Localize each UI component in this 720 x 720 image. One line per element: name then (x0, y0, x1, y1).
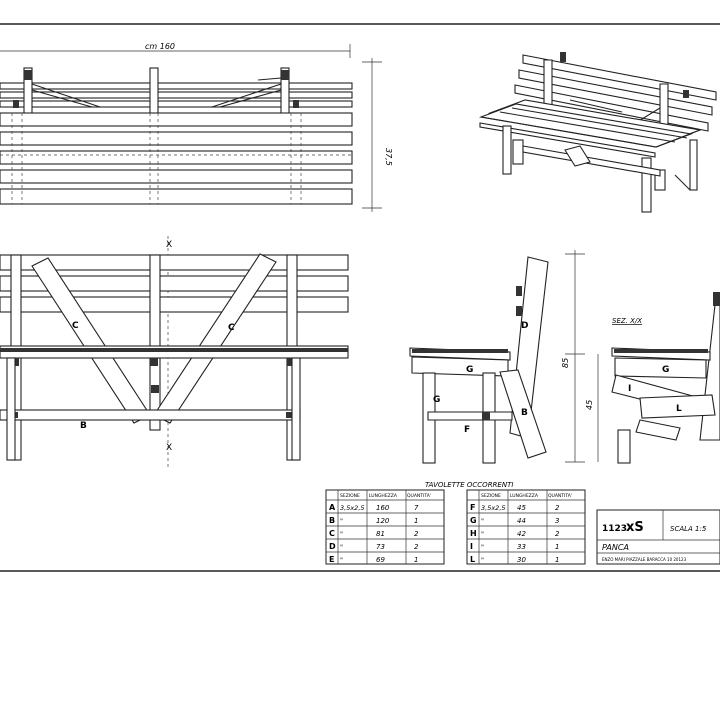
parts-cell-quantita: 1 (414, 517, 418, 525)
parts-cell-lunghezza: 42 (517, 530, 526, 538)
section-label-l: L (676, 404, 682, 414)
parts-cell-lunghezza: 33 (517, 543, 526, 551)
parts-table-title: TAVOLETTE OCCORRENTI (425, 481, 513, 489)
parts-cell-sezione: 3,5x2,5 (481, 504, 506, 512)
parts-cell-sezione: " (481, 556, 484, 564)
parts-cell-sezione: " (340, 517, 343, 525)
parts-cell-quantita: 7 (414, 504, 419, 512)
front-section-mark-bottom: X (166, 443, 172, 453)
parts-cell-sezione: " (340, 543, 343, 551)
left-header-sezione: SEZIONE (340, 493, 360, 499)
top-width-dimension: cm 160 (145, 42, 175, 51)
title-block: 1123 xS SCALA 1:5 PANCA ENZO MARI PIAZZA… (596, 509, 720, 565)
parts-cell-part: F (470, 503, 475, 512)
parts-cell-lunghezza: 81 (376, 530, 385, 538)
parts-cell-part: C (329, 529, 335, 538)
top-depth-dimension: 37,5 (384, 148, 393, 166)
side-height-total: 85 (561, 358, 570, 368)
label-b-front: B (80, 421, 87, 431)
parts-cell-sezione: " (340, 556, 343, 564)
label-c-left: C (72, 321, 79, 331)
section-label-i: I (628, 384, 631, 394)
parts-cell-quantita: 3 (555, 517, 559, 525)
parts-cell-quantita: 1 (414, 556, 418, 564)
label-c-right: C (228, 323, 235, 333)
right-header-sezione: SEZIONE (481, 493, 501, 499)
parts-cell-lunghezza: 45 (517, 504, 526, 512)
parts-cell-part: H (470, 529, 477, 538)
parts-cell-sezione: " (340, 530, 343, 538)
parts-cell-quantita: 2 (555, 504, 560, 512)
parts-cell-part: D (329, 542, 336, 551)
parts-cell-part: E (329, 555, 334, 564)
label-g-top: G (466, 365, 473, 375)
right-header-lunghezza: LUNGHEZZA (510, 493, 539, 499)
parts-table: TAVOLETTE OCCORRENTI SEZIONE LUNGHEZZA Q… (325, 481, 586, 565)
side-height-seat: 45 (585, 400, 594, 410)
drawing-number: 1123 (602, 524, 627, 534)
parts-cell-sezione: 3,5x2,5 (340, 504, 365, 512)
front-view: X X C C B (0, 236, 349, 468)
drawing-author: ENZO MARI PIAZZALE BARACCA 10 20123 (602, 557, 687, 562)
left-header-lunghezza: LUNGHEZZA (369, 493, 398, 499)
drawing-suffix: xS (626, 520, 644, 535)
parts-cell-quantita: 2 (555, 530, 560, 538)
parts-cell-lunghezza: 44 (517, 517, 526, 525)
parts-cell-lunghezza: 30 (517, 556, 526, 564)
parts-cell-lunghezza: 120 (376, 517, 390, 525)
left-header-quantita: QUANTITA' (407, 493, 431, 499)
parts-cell-lunghezza: 160 (376, 504, 390, 512)
parts-cell-part: G (470, 516, 477, 525)
front-section-mark-top: X (166, 240, 172, 250)
label-b-side: B (521, 408, 528, 418)
parts-cell-sezione: " (481, 543, 484, 551)
parts-cell-quantita: 2 (414, 543, 419, 551)
drawing-name: PANCA (602, 543, 629, 552)
parts-cell-quantita: 2 (414, 530, 419, 538)
drawing-scale: SCALA 1:5 (670, 525, 707, 533)
isometric-view (478, 52, 717, 213)
parts-cell-quantita: 1 (555, 556, 559, 564)
parts-cell-quantita: 1 (555, 543, 559, 551)
section-view: SEZ. X/X G I L (611, 292, 720, 464)
parts-cell-part: A (329, 503, 336, 512)
label-g-leg: G (433, 395, 440, 405)
label-f: F (464, 425, 470, 435)
label-d: D (521, 321, 528, 331)
parts-cell-lunghezza: 69 (376, 556, 385, 564)
side-view: 85 45 D G G F B (409, 250, 599, 464)
right-header-quantita: QUANTITA' (548, 493, 572, 499)
top-view: cm 160 37,5 (0, 42, 393, 212)
parts-cell-part: I (470, 542, 473, 551)
parts-cell-part: B (329, 516, 335, 525)
parts-cell-sezione: " (481, 517, 484, 525)
section-label-g: G (662, 365, 669, 375)
parts-cell-sezione: " (481, 530, 484, 538)
section-title: SEZ. X/X (612, 317, 642, 325)
parts-cell-part: L (470, 555, 475, 564)
parts-cell-lunghezza: 73 (376, 543, 385, 551)
